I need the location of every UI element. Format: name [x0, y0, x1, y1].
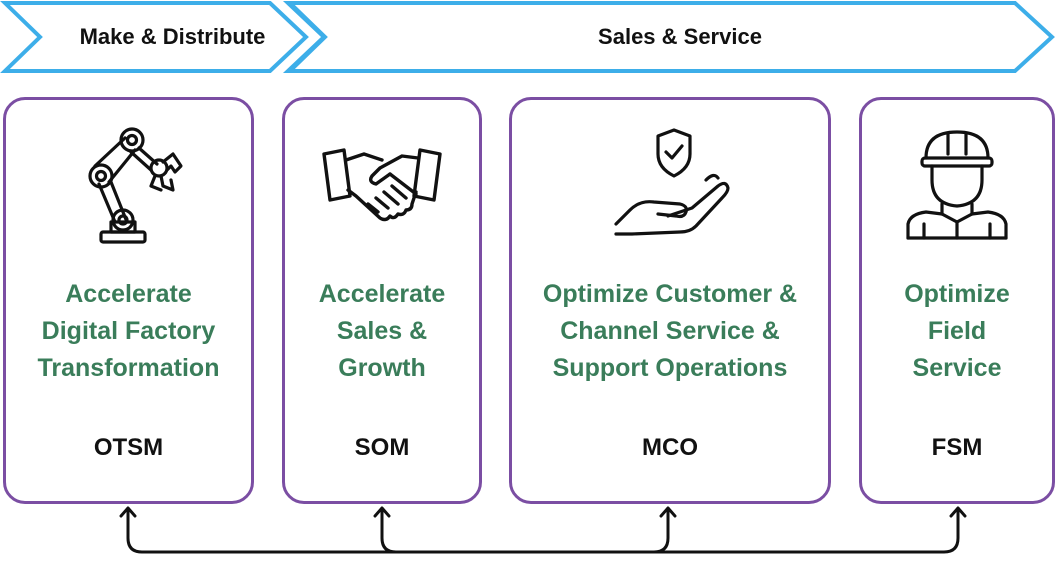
card-fsm: Optimize Field Service FSM	[859, 97, 1055, 504]
card-code-som: SOM	[354, 434, 410, 461]
card-title-line: Transformation	[37, 354, 220, 382]
handshake-icon	[285, 124, 479, 244]
card-mco: Optimize Customer & Channel Service & Su…	[509, 97, 831, 504]
connector-line	[126, 508, 670, 554]
card-code-otsm: OTSM	[93, 434, 164, 461]
up-arrow-icon	[659, 506, 677, 518]
card-title-line: Accelerate	[65, 280, 192, 308]
stage-label-make-distribute: Make & Distribute	[79, 24, 266, 49]
card-title-line: Field	[927, 317, 987, 345]
up-arrow-icon	[119, 506, 137, 518]
chevron-sales-service	[285, 0, 1055, 73]
card-title-som: Accelerate Sales & Growth	[291, 276, 473, 387]
connector-line	[380, 508, 960, 554]
card-otsm: Accelerate Digital Factory Transformatio…	[3, 97, 254, 504]
card-title-line: Growth	[338, 354, 426, 382]
card-title-otsm: Accelerate Digital Factory Transformatio…	[12, 276, 245, 387]
up-arrow-icon	[373, 506, 391, 518]
chevron-make-distribute	[0, 0, 309, 73]
card-title-line: Accelerate	[318, 280, 446, 308]
card-som: Accelerate Sales & Growth SOM	[282, 97, 482, 504]
card-title-line: Channel Service &	[560, 317, 780, 345]
hand-shield-check-icon	[512, 124, 828, 244]
card-title-line: Service	[912, 354, 1002, 382]
card-title-line: Digital Factory	[41, 317, 216, 345]
stage-label-sales-service: Sales & Service	[598, 24, 762, 49]
card-title-line: Support Operations	[552, 354, 788, 382]
card-title-fsm: Optimize Field Service	[868, 276, 1046, 387]
card-title-line: Optimize Customer &	[542, 280, 798, 308]
field-worker-icon	[862, 124, 1052, 244]
header-chevrons	[0, 0, 1055, 73]
card-code-fsm: FSM	[931, 434, 983, 461]
card-code-mco: MCO	[642, 434, 698, 461]
up-arrow-icon	[949, 506, 967, 518]
card-title-line: Optimize	[904, 280, 1010, 308]
card-title-mco: Optimize Customer & Channel Service & Su…	[518, 276, 822, 387]
robot-arm-icon	[6, 124, 251, 244]
card-title-line: Sales &	[336, 317, 428, 345]
